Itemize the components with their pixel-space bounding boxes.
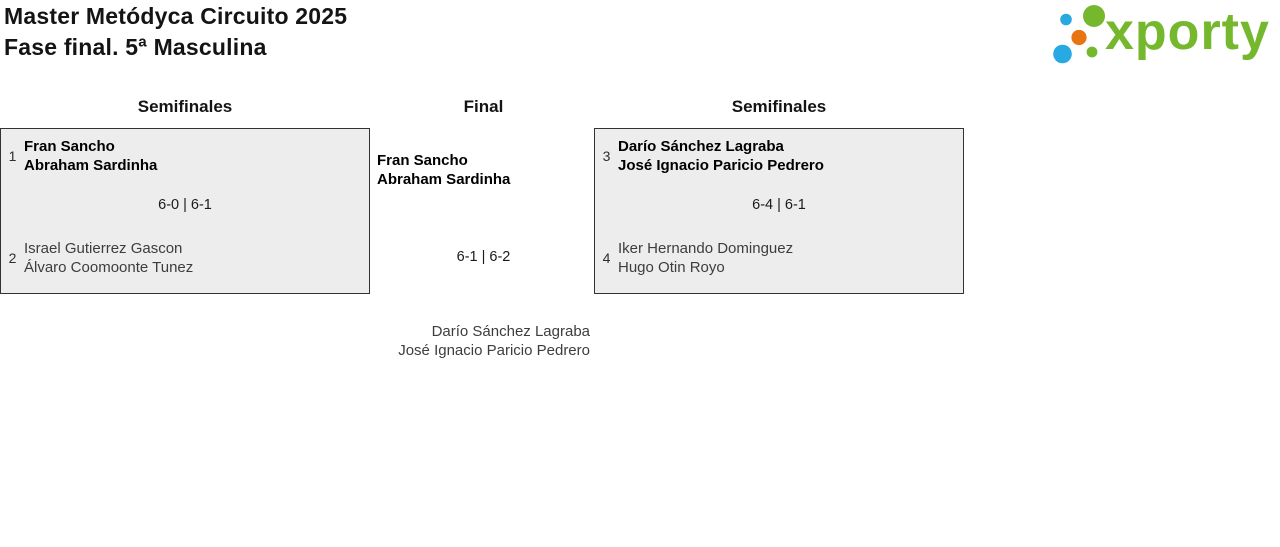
player-name: Fran Sancho — [24, 138, 115, 155]
semifinal-match-right: 3 Darío Sánchez Lagraba José Ignacio Par… — [594, 128, 964, 294]
player-name: Darío Sánchez Lagraba — [431, 323, 590, 340]
xporty-wordmark: xporty — [1105, 3, 1270, 61]
player-name: Abraham Sardinha — [24, 157, 158, 174]
round-header-semifinals-right: Semifinales — [731, 97, 827, 116]
match-score: 6-0 | 6-1 — [158, 197, 212, 213]
team-names: Darío Sánchez Lagraba José Ignacio Paric… — [618, 137, 824, 175]
team-row-loser: 2 Israel Gutierrez Gascon Álvaro Coomoon… — [8, 239, 194, 277]
player-name: José Ignacio Paricio Pedrero — [398, 342, 590, 359]
player-name: Darío Sánchez Lagraba — [618, 138, 784, 155]
final-loser-team: Darío Sánchez Lagraba José Ignacio Paric… — [377, 322, 590, 360]
player-name: José Ignacio Paricio Pedrero — [618, 157, 824, 174]
player-name: Israel Gutierrez Gascon — [24, 240, 183, 257]
team-names: Fran Sancho Abraham Sardinha — [24, 137, 157, 175]
semifinal-match-left: 1 Fran Sancho Abraham Sardinha 6-0 | 6-1… — [0, 128, 370, 294]
xporty-dots-icon — [1053, 5, 1105, 64]
team-row-winner: 3 Darío Sánchez Lagraba José Ignacio Par… — [602, 137, 824, 175]
player-name: Abraham Sardinha — [377, 171, 511, 188]
final-winner-team: Fran Sancho Abraham Sardinha — [377, 151, 510, 189]
seed-number: 1 — [8, 148, 17, 164]
round-header-final: Final — [463, 97, 504, 116]
team-row-winner: 1 Fran Sancho Abraham Sardinha — [8, 137, 158, 175]
team-row-loser: 4 Iker Hernando Dominguez Hugo Otin Royo — [602, 239, 794, 277]
seed-number: 4 — [602, 250, 611, 266]
player-name: Fran Sancho — [377, 152, 468, 169]
player-name: Álvaro Coomoonte Tunez — [24, 259, 194, 276]
player-name: Iker Hernando Dominguez — [618, 240, 794, 257]
final-match-score: 6-1 | 6-2 — [456, 249, 511, 265]
match-score: 6-4 | 6-1 — [752, 197, 806, 213]
tournament-phase-category: Fase final. 5ª Masculina — [4, 34, 267, 60]
tournament-name: Master Metódyca Circuito 2025 — [4, 3, 348, 29]
round-header-semifinals-left: Semifinales — [137, 97, 233, 116]
player-name: Hugo Otin Royo — [618, 259, 725, 276]
team-names: Israel Gutierrez Gascon Álvaro Coomoonte… — [24, 239, 193, 277]
team-names: Iker Hernando Dominguez Hugo Otin Royo — [618, 239, 793, 277]
xporty-logo[interactable]: xporty — [1048, 0, 1280, 70]
page-title: Master Metódyca Circuito 2025 Fase final… — [4, 1, 347, 63]
seed-number: 3 — [602, 148, 611, 164]
seed-number: 2 — [8, 250, 17, 266]
